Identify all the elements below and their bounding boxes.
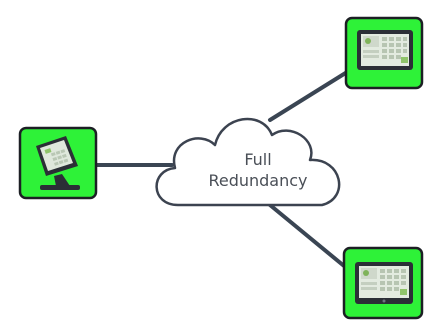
node-pos-terminal	[18, 126, 98, 200]
cloud-label-line2: Redundancy	[208, 171, 307, 190]
cloud: Full Redundancy	[155, 117, 341, 207]
node-tablet-bottom-right	[342, 246, 424, 320]
cloud-shape	[155, 117, 341, 207]
cloud-label-line1: Full	[244, 150, 271, 169]
connector-cloud-to-bottom-tablet	[268, 203, 357, 277]
tablet-icon	[355, 262, 413, 304]
tablet-icon	[357, 30, 413, 70]
pos-terminal-icon	[36, 136, 80, 190]
node-tablet-top-right	[344, 16, 424, 90]
